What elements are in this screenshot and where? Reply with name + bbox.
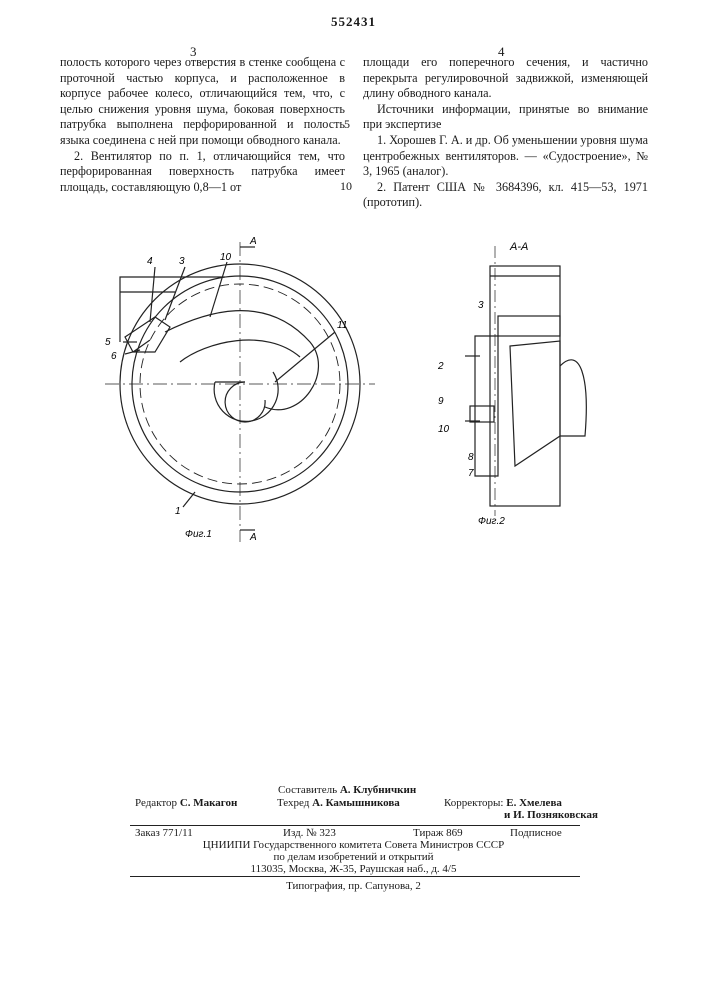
techred-line: Техред А. Камышникова [277,797,400,809]
fig2-label: 2 [437,361,444,372]
corrector-second: и И. Позняковская [504,809,598,821]
editor-line: Редактор С. Макагон [135,797,237,809]
fig2-label: 10 [438,424,450,435]
publisher-org: ЦНИИПИ Государственного комитета Совета … [0,839,707,851]
line-marker: 5 [344,117,350,132]
fig1-label: 5 [105,337,111,348]
circulation: Тираж 869 [413,827,463,839]
figure-1-caption: Фиг.1 [185,529,212,540]
perforated-layer [498,316,560,336]
figure-2-drawing: А-А 3 2 9 10 8 7 Фиг.2 [420,236,590,536]
text-column-right: площади его поперечного сечения, и части… [363,55,648,211]
reference-item: 2. Патент США № 3684396, кл. 415—53, 197… [363,180,648,211]
fig2-label: 3 [478,300,484,311]
correctors-line: Корректоры: Е. Хмелева [444,797,562,809]
casing-section [490,266,560,506]
fig1-label: 3 [179,256,185,267]
footer-divider [130,876,580,877]
sources-heading: Источники информации, принятые во вниман… [363,102,648,133]
fig1-label: 10 [220,252,232,263]
section-mark-bottom: A [249,532,257,543]
publisher-dept: по делам изобретений и открытий [0,851,707,863]
fig1-label: 4 [147,256,153,267]
printing-house: Типография, пр. Сапунова, 2 [0,880,707,892]
section-mark-top: A [249,236,257,247]
claim-paragraph: площади его поперечного сечения, и части… [363,55,648,102]
reference-item: 1. Хорошев Г. А. и др. Об уменьшении уро… [363,133,648,180]
motor-hub [560,360,586,436]
claim-paragraph: полость которого через отверстия в стенк… [60,55,345,149]
figure-1-drawing: A A 4 3 10 11 5 6 1 Фиг.1 [95,232,385,552]
fig2-label: 9 [438,396,444,407]
outlet-pipe-outline [120,277,225,342]
figure-2-caption: Фиг.2 [478,516,505,527]
fig1-label: 1 [175,506,181,517]
patent-number: 552431 [0,14,707,30]
fig2-label: 8 [468,452,474,463]
impeller-hub [214,372,278,421]
edition-number: Изд. № 323 [283,827,336,839]
fig2-label: 7 [468,468,474,479]
compiler-line: Составитель А. Клубничкин [278,784,416,796]
publisher-address: 113035, Москва, Ж-35, Раушская наб., д. … [0,863,707,875]
text-column-left: полость которого через отверстия в стенк… [60,55,345,195]
order-number: Заказ 771/11 [135,827,193,839]
fig1-label: 11 [337,320,347,331]
section-title: А-А [509,241,528,253]
footer-divider [130,825,580,826]
line-marker: 10 [340,179,352,194]
subscription: Подписное [510,827,562,839]
claim-paragraph: 2. Вентилятор по п. 1, отличающийся тем,… [60,149,345,196]
impeller-section [510,341,560,466]
fig1-label: 6 [111,351,117,362]
